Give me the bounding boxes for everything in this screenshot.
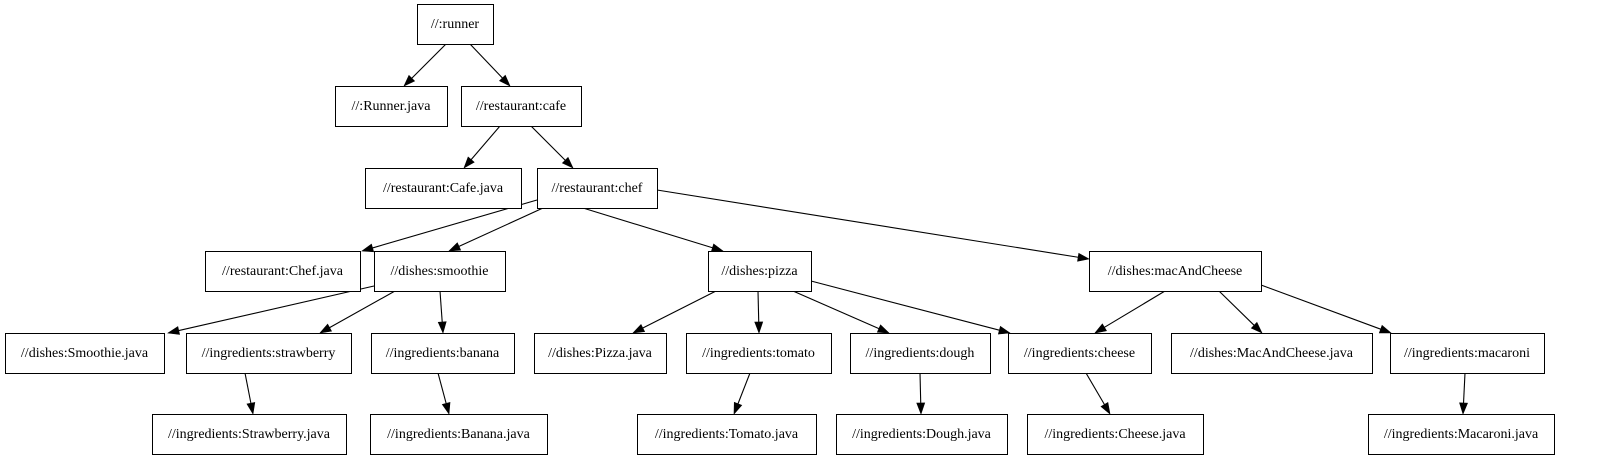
graph-node-macandcheese_java[interactable]: //dishes:MacAndCheese.java	[1171, 333, 1373, 374]
node-label: //dishes:pizza	[721, 264, 798, 279]
node-border	[374, 251, 506, 292]
node-label: //restaurant:cafe	[476, 99, 566, 114]
node-border	[335, 86, 448, 127]
node-label: //ingredients:Macaroni.java	[1384, 427, 1539, 442]
node-border	[534, 333, 667, 374]
graph-node-dishes_macandcheese[interactable]: //dishes:macAndCheese	[1089, 251, 1262, 292]
node-border	[152, 414, 347, 455]
graph-node-ing_tomato[interactable]: //ingredients:tomato	[686, 333, 832, 374]
graph-node-restaurant_chef[interactable]: //restaurant:chef	[537, 168, 658, 209]
node-label: //dishes:macAndCheese	[1108, 264, 1243, 279]
node-border	[186, 333, 352, 374]
node-label: //dishes:Smoothie.java	[21, 346, 149, 361]
graph-edge	[437, 372, 451, 415]
node-label: //dishes:smoothie	[391, 264, 489, 279]
node-border	[686, 333, 832, 374]
graph-edge	[582, 207, 724, 252]
graph-node-cafe_java[interactable]: //restaurant:Cafe.java	[365, 168, 522, 209]
node-label: //ingredients:dough	[866, 346, 975, 361]
node-border	[708, 251, 812, 292]
node-border	[836, 414, 1008, 455]
graph-edge	[1459, 372, 1468, 415]
graph-node-ing_macaroni[interactable]: //ingredients:macaroni	[1390, 333, 1545, 374]
graph-node-runner_java[interactable]: //:Runner.java	[335, 86, 448, 127]
graph-node-chef_java[interactable]: //restaurant:Chef.java	[205, 251, 361, 292]
graph-edge	[656, 189, 1090, 262]
graph-node-ing_strawberry[interactable]: //ingredients:strawberry	[186, 333, 352, 374]
graph-node-pizza_java[interactable]: //dishes:Pizza.java	[534, 333, 667, 374]
node-layer: //:runner //:Runner.java //restaurant:cafe…	[5, 4, 1555, 455]
node-border	[1027, 414, 1204, 455]
graph-node-ing_banana[interactable]: //ingredients:banana	[371, 333, 515, 374]
graph-edge	[448, 207, 544, 252]
node-border	[1368, 414, 1555, 455]
graph-edge	[167, 285, 375, 335]
node-label: //dishes:MacAndCheese.java	[1190, 346, 1354, 361]
node-label: //ingredients:Dough.java	[852, 427, 992, 442]
graph-edge	[244, 372, 256, 415]
graph-edge	[1094, 290, 1166, 334]
node-border	[1089, 251, 1262, 292]
graph-edge	[469, 43, 511, 87]
graph-node-restaurant_cafe[interactable]: //restaurant:cafe	[461, 86, 582, 127]
node-border	[5, 333, 165, 374]
graph-node-macaroni_java[interactable]: //ingredients:Macaroni.java	[1368, 414, 1555, 455]
edge-layer	[167, 43, 1468, 415]
graph-edge	[916, 372, 926, 415]
node-border	[365, 168, 522, 209]
node-border	[1008, 333, 1152, 374]
node-label: //restaurant:Chef.java	[222, 264, 344, 279]
node-label: //ingredients:Cheese.java	[1044, 427, 1186, 442]
node-border	[370, 414, 548, 455]
node-border	[417, 4, 494, 45]
graph-node-strawberry_java[interactable]: //ingredients:Strawberry.java	[152, 414, 347, 455]
node-border	[461, 86, 582, 127]
graph-node-ing_dough[interactable]: //ingredients:dough	[850, 333, 991, 374]
node-label: //ingredients:tomato	[702, 346, 815, 361]
node-label: //:Runner.java	[352, 99, 432, 114]
node-border	[850, 333, 991, 374]
graph-node-banana_java[interactable]: //ingredients:Banana.java	[370, 414, 548, 455]
node-label: //:runner	[431, 17, 480, 32]
graph-edge	[632, 290, 717, 334]
graph-node-tomato_java[interactable]: //ingredients:Tomato.java	[637, 414, 817, 455]
node-border	[537, 168, 658, 209]
graph-edge	[754, 290, 764, 334]
node-label: //ingredients:Banana.java	[387, 427, 530, 442]
graph-node-smoothie_java[interactable]: //dishes:Smoothie.java	[5, 333, 165, 374]
node-label: //ingredients:Strawberry.java	[168, 427, 331, 442]
graph-edge	[437, 290, 447, 334]
node-label: //restaurant:chef	[552, 181, 643, 196]
node-label: //dishes:Pizza.java	[548, 346, 653, 361]
node-border	[1171, 333, 1373, 374]
graph-edge	[810, 280, 1011, 335]
node-label: //ingredients:Tomato.java	[655, 427, 799, 442]
graph-edge	[1218, 290, 1263, 334]
graph-node-dough_java[interactable]: //ingredients:Dough.java	[836, 414, 1008, 455]
node-border	[637, 414, 817, 455]
graph-node-dishes_pizza[interactable]: //dishes:pizza	[708, 251, 812, 292]
node-label: //ingredients:cheese	[1024, 346, 1135, 361]
graph-edge	[1260, 284, 1392, 334]
node-label: //ingredients:banana	[386, 346, 500, 361]
graph-edge	[733, 372, 751, 415]
graph-node-cheese_java[interactable]: //ingredients:Cheese.java	[1027, 414, 1204, 455]
graph-edge	[403, 43, 447, 87]
graph-edge	[319, 290, 396, 334]
node-border	[371, 333, 515, 374]
graph-edge	[792, 290, 890, 334]
graph-edge	[530, 125, 574, 169]
node-label: //ingredients:macaroni	[1404, 346, 1530, 361]
graph-node-runner[interactable]: //:runner	[417, 4, 494, 45]
node-label: //ingredients:strawberry	[202, 346, 336, 361]
graph-edge	[1085, 372, 1111, 415]
node-label: //restaurant:Cafe.java	[383, 181, 504, 196]
node-border	[205, 251, 361, 292]
graph-edge	[463, 125, 501, 169]
graph-node-ing_cheese[interactable]: //ingredients:cheese	[1008, 333, 1152, 374]
graph-node-dishes_smoothie[interactable]: //dishes:smoothie	[374, 251, 506, 292]
node-border	[1390, 333, 1545, 374]
